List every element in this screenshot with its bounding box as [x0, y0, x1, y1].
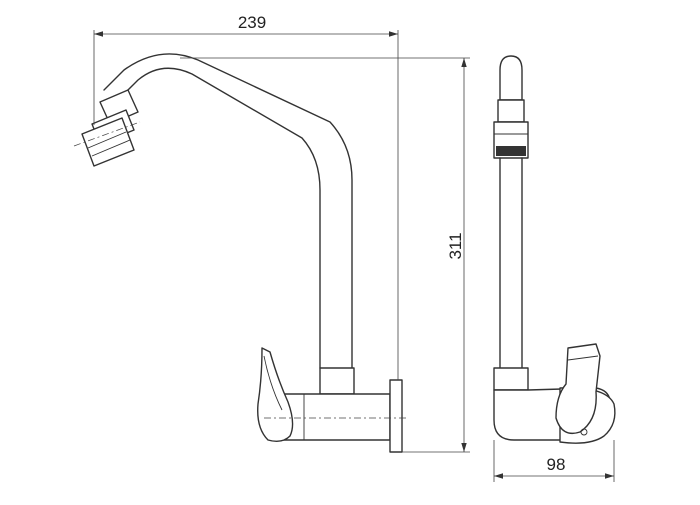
spout-tube [103, 53, 353, 369]
dimension-311: 311 [180, 57, 470, 453]
valve-body [277, 393, 391, 441]
side-collar [493, 367, 529, 391]
coupling-collar [319, 367, 355, 395]
side-screw [580, 428, 588, 436]
dimension-label-height: 311 [446, 232, 465, 259]
front-view [73, 53, 408, 453]
side-aerator [493, 121, 529, 159]
dimension-label-width: 239 [238, 13, 266, 32]
dimension-98: 98 [493, 440, 615, 482]
side-lever-handle [555, 343, 601, 435]
side-spout-band [497, 99, 525, 123]
dimension-label-depth: 98 [547, 455, 566, 474]
dimension-239: 239 [93, 13, 399, 380]
wall-flange [389, 379, 403, 453]
side-spout-tube [499, 157, 523, 369]
side-view [493, 55, 616, 444]
spout-nozzle [73, 89, 141, 167]
side-spout-top [499, 55, 523, 101]
